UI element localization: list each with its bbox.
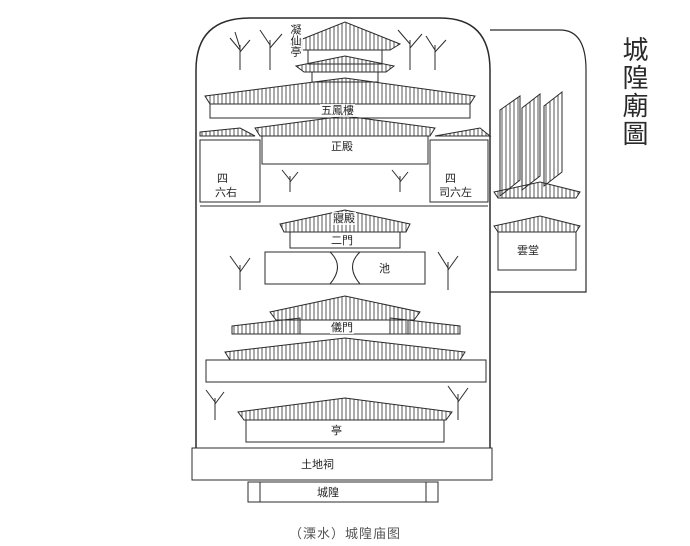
tree-group-lower [205,385,469,420]
tree-group-top-right [397,29,447,70]
tree-group-mid [281,169,409,192]
label-front-gate: 城隍 [316,486,340,499]
pond-court [264,251,426,285]
pavilion [288,21,402,83]
tree-group-top-left [229,29,283,70]
label-gate-hall: 亭 [330,424,343,437]
compound-wall [195,17,491,450]
tree-group-pond [229,251,459,290]
label-yi-gate: 儀門 [330,321,354,334]
label-pavilion: 凝仙亭 [288,24,303,57]
label-side-right-a: 四 [444,172,457,185]
label-rear-hall: 寢殿 [332,212,356,225]
label-side-left-b: 六右 [214,186,238,199]
figure-caption: （溧水）城隍庙图 [288,527,401,542]
lower-hall [205,337,487,383]
annex-buildings [493,90,581,271]
label-wufeng-tower: 五鳳樓 [320,104,355,117]
label-land-god: 土地祠 [300,458,335,471]
label-side-right-b: 司六左 [438,186,473,199]
map-title: 城隍廟圖 [618,36,648,148]
annex-wall [490,29,587,293]
front-gate [247,481,439,503]
bottom-enclosure [191,447,493,481]
label-side-hall: 雲堂 [516,244,540,257]
label-pond: 池 [378,262,391,275]
label-side-left-a: 四 [216,172,229,185]
gate-hall [237,397,453,443]
label-mid-gate: 二門 [330,234,354,247]
label-main-hall: 正殿 [330,140,354,153]
